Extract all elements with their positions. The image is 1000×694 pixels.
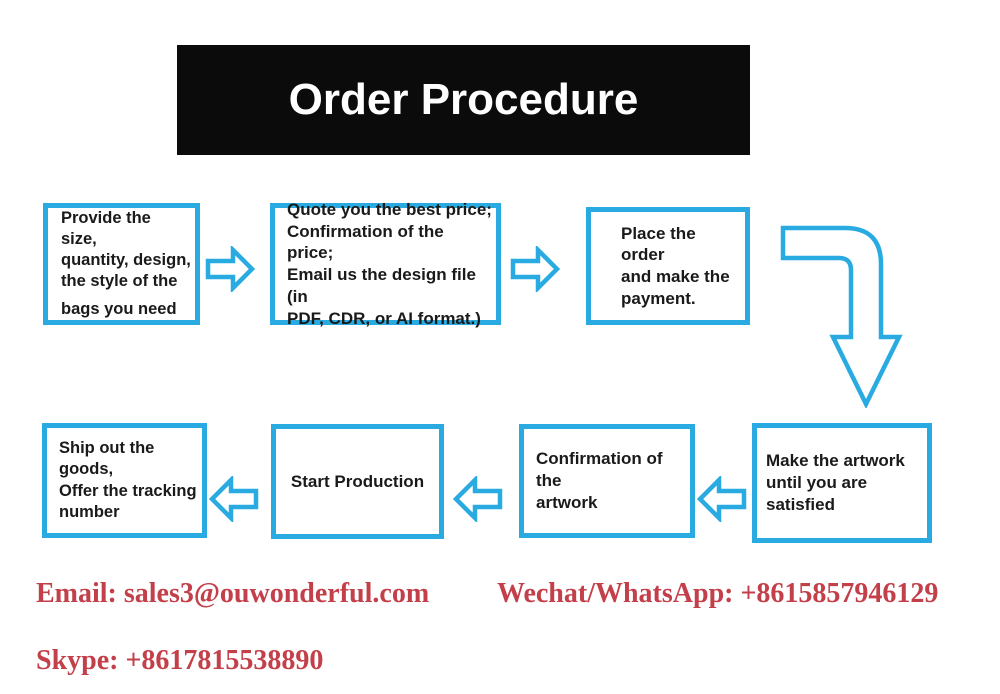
flow-step-text: Confirmation of the artwork [536, 449, 663, 512]
bent-down-arrow-icon [778, 222, 904, 408]
contact-wechat-whatsapp: Wechat/WhatsApp: +8615857946129 [497, 578, 939, 609]
left-arrow-icon [453, 476, 503, 522]
flow-step-text: Ship out the goods, Offer the tracking n… [59, 439, 197, 521]
flow-step-start-production: Start Production [271, 424, 444, 539]
flow-step-text: Provide the size, quantity, design, the … [61, 208, 191, 291]
flow-step-text: bags you need [61, 300, 177, 319]
flow-step-quote-price: Quote you the best price; Confirmation o… [270, 200, 501, 328]
flow-step-provide-details: Provide the size, quantity, design, the … [43, 203, 200, 325]
flow-step-ship-goods: Ship out the goods, Offer the tracking n… [42, 423, 207, 538]
flow-step-text: Make the artwork until you are satisfied [766, 451, 905, 514]
left-arrow-icon [697, 476, 747, 522]
left-arrow-icon [209, 476, 259, 522]
flow-step-text: Start Production [290, 471, 425, 491]
right-arrow-icon [510, 246, 560, 292]
flow-step-confirm-artwork: Confirmation of the artwork [519, 424, 695, 538]
right-arrow-icon [205, 246, 255, 292]
flow-step-text: Place the order and make the payment. [621, 223, 730, 308]
flow-step-text: Quote you the best price; Confirmation o… [287, 199, 492, 328]
title-banner: Order Procedure [177, 45, 750, 155]
contact-email: Email: sales3@ouwonderful.com [36, 578, 430, 609]
contact-skype: Skype: +8617815538890 [36, 645, 324, 676]
flow-step-make-artwork: Make the artwork until you are satisfied [752, 423, 932, 543]
page-title: Order Procedure [288, 75, 639, 124]
flow-step-place-order: Place the order and make the payment. [586, 207, 750, 325]
